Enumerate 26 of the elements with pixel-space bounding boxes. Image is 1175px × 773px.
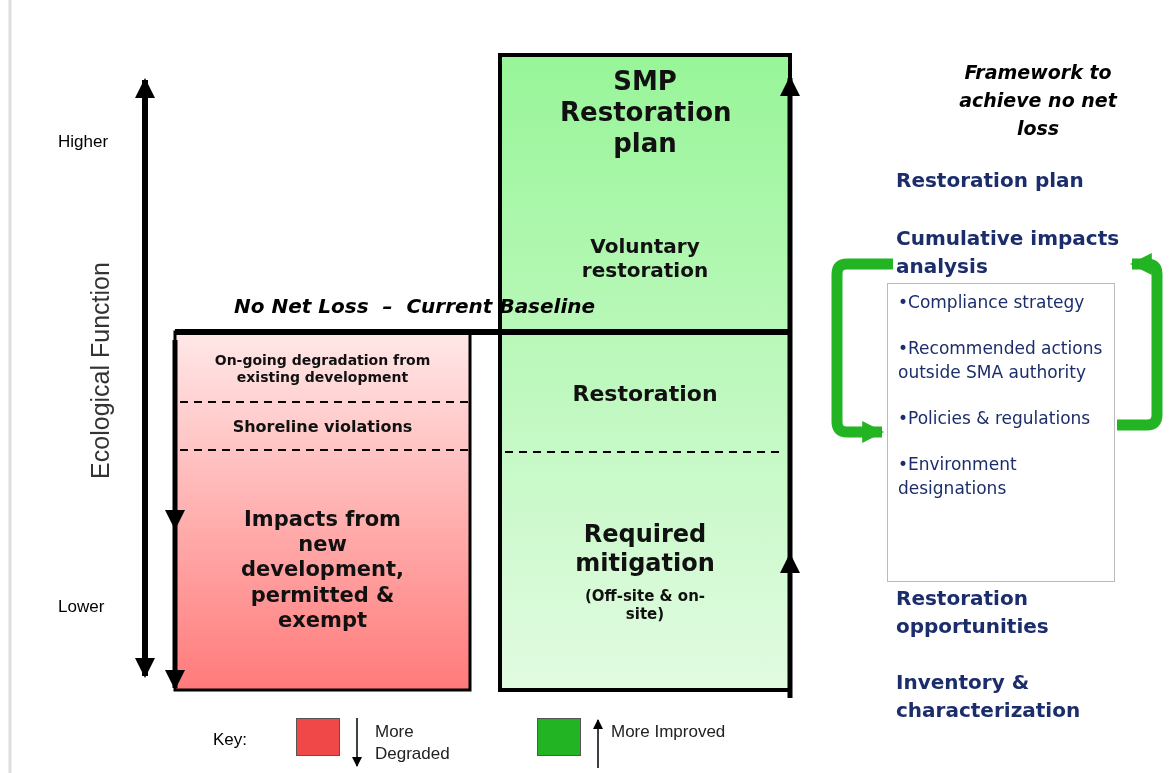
framework-step: Restoration plan: [896, 168, 1084, 192]
band-label: Shoreline violations: [231, 417, 414, 437]
legend-label: More Improved: [611, 721, 727, 743]
framework-step: Restoration opportunities: [896, 584, 1096, 640]
key-label: Key:: [213, 730, 248, 750]
baseline-label: No Net Loss – Current Baseline: [234, 294, 596, 318]
axis-label: Lower: [58, 597, 105, 617]
framework-step: Cumulative impacts analysis: [896, 224, 1128, 280]
band-label: On-going degradation from existing development: [213, 352, 432, 386]
band-label: Required mitigation: [574, 519, 716, 578]
band-label: Restoration: [571, 380, 719, 408]
band-label: (Off-site & on-site): [583, 587, 707, 624]
framework-step: Inventory & characterization: [896, 668, 1126, 724]
axis-title: Ecological Function: [85, 261, 115, 481]
list-item: •Policies & regulations: [898, 407, 1092, 430]
band-label: SMP Restoration plan: [559, 66, 733, 160]
band-label: Voluntary restoration: [580, 234, 710, 282]
loop-arrow: [831, 258, 893, 443]
list-item: •Environment designations: [898, 453, 1018, 500]
list-item: •Compliance strategy: [898, 291, 1086, 314]
axis-label: Higher: [58, 132, 109, 152]
legend-label: More Degraded: [375, 721, 451, 765]
band-label: Impacts from new development, permitted & exempt: [240, 507, 405, 633]
framework-heading: Framework to achieve no net loss: [958, 60, 1119, 141]
strategy-list-box: [887, 283, 1115, 582]
list-item: •Recommended actions outside SMA authority: [898, 337, 1104, 384]
